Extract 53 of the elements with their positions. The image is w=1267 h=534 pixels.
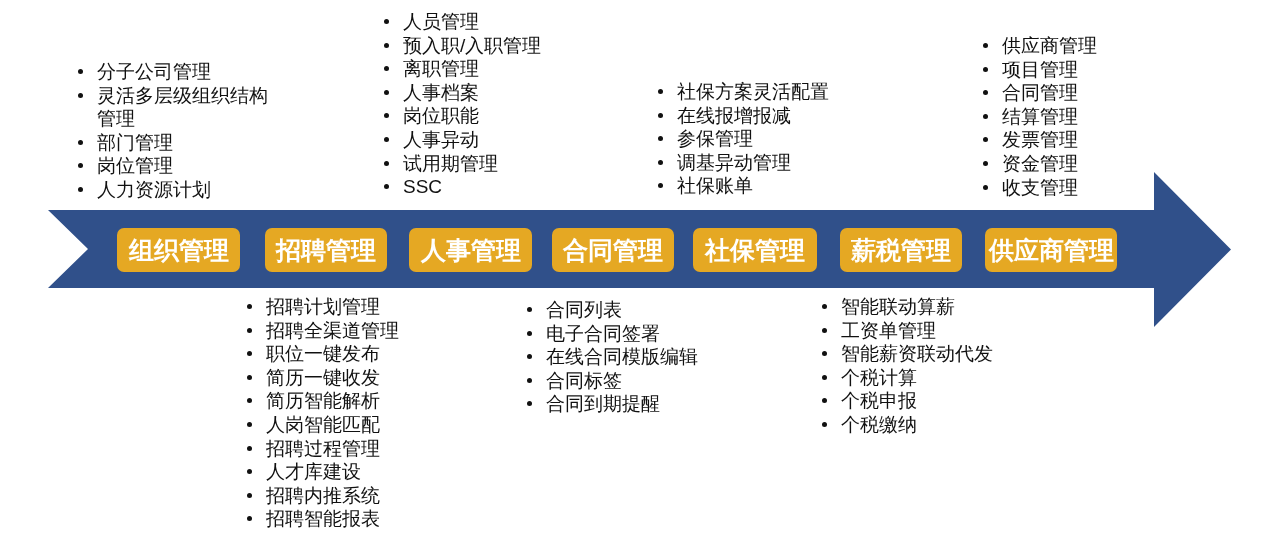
list-item: 社保方案灵活配置 — [677, 80, 829, 104]
list-item: 调基异动管理 — [677, 150, 791, 175]
list-item: 招聘过程管理 — [266, 436, 380, 461]
list-item: 简历一键收发 — [266, 365, 380, 390]
list-item: 人岗智能匹配 — [266, 412, 380, 437]
list-item: 参保管理 — [677, 127, 753, 151]
list-item: 供应商管理 — [1002, 34, 1097, 58]
module-box: 组织管理 — [117, 228, 240, 272]
list-item: 岗位职能 — [403, 104, 479, 128]
list-item: 电子合同签署 — [546, 321, 660, 346]
list-item: 人才库建设 — [266, 460, 361, 484]
list-item: 智能联动算薪 — [841, 295, 955, 319]
module-box: 人事管理 — [409, 228, 532, 272]
module-box: 社保管理 — [693, 228, 817, 272]
list-item: 收支管理 — [1002, 175, 1078, 200]
list-item: 合同管理 — [1002, 81, 1078, 105]
list-item: 社保账单 — [677, 174, 753, 198]
module-box: 合同管理 — [552, 228, 674, 272]
list-item: 个税缴纳 — [841, 412, 917, 437]
list-item: 人力资源计划 — [97, 177, 211, 202]
list-item: 人事异动 — [403, 127, 479, 152]
list-item: 离职管理 — [403, 57, 479, 81]
module-box: 招聘管理 — [265, 228, 387, 272]
list-item: 合同标签 — [546, 368, 622, 393]
list-item: 招聘全渠道管理 — [266, 318, 399, 343]
list-item: 招聘内推系统 — [266, 483, 380, 508]
list-item: 人事档案 — [403, 80, 479, 105]
list-item: 试用期管理 — [403, 151, 498, 176]
list-item: 工资单管理 — [841, 318, 936, 343]
list-item: 个税申报 — [841, 389, 917, 413]
list-item: 在线合同模版编辑 — [546, 345, 698, 369]
module-box: 供应商管理 — [985, 228, 1117, 272]
list-item: 分子公司管理 — [97, 60, 211, 84]
list-item: SSC — [403, 175, 443, 199]
list-item: 个税计算 — [841, 365, 917, 390]
list-item: 发票管理 — [1002, 128, 1078, 152]
list-item: 招聘智能报表 — [266, 507, 380, 531]
list-item: 职位一键发布 — [266, 342, 380, 366]
list-item: 人员管理 — [403, 10, 479, 34]
list-item: 招聘计划管理 — [266, 295, 380, 319]
list-item: 智能薪资联动代发 — [841, 342, 993, 366]
list-item: 合同列表 — [546, 298, 622, 322]
list-item: 合同到期提醒 — [546, 392, 660, 416]
list-item: 部门管理 — [97, 130, 173, 155]
list-item: 项目管理 — [1002, 57, 1078, 82]
list-item: 结算管理 — [1002, 104, 1078, 129]
list-item: 资金管理 — [1002, 151, 1078, 176]
list-item: 简历智能解析 — [266, 389, 380, 413]
list-item: 在线报增报减 — [677, 103, 791, 128]
list-item: 预入职/入职管理 — [403, 33, 542, 58]
list-item: 灵活多层级组织结构管理 — [97, 83, 269, 131]
list-item: 岗位管理 — [97, 154, 173, 178]
module-box: 薪税管理 — [840, 228, 962, 272]
